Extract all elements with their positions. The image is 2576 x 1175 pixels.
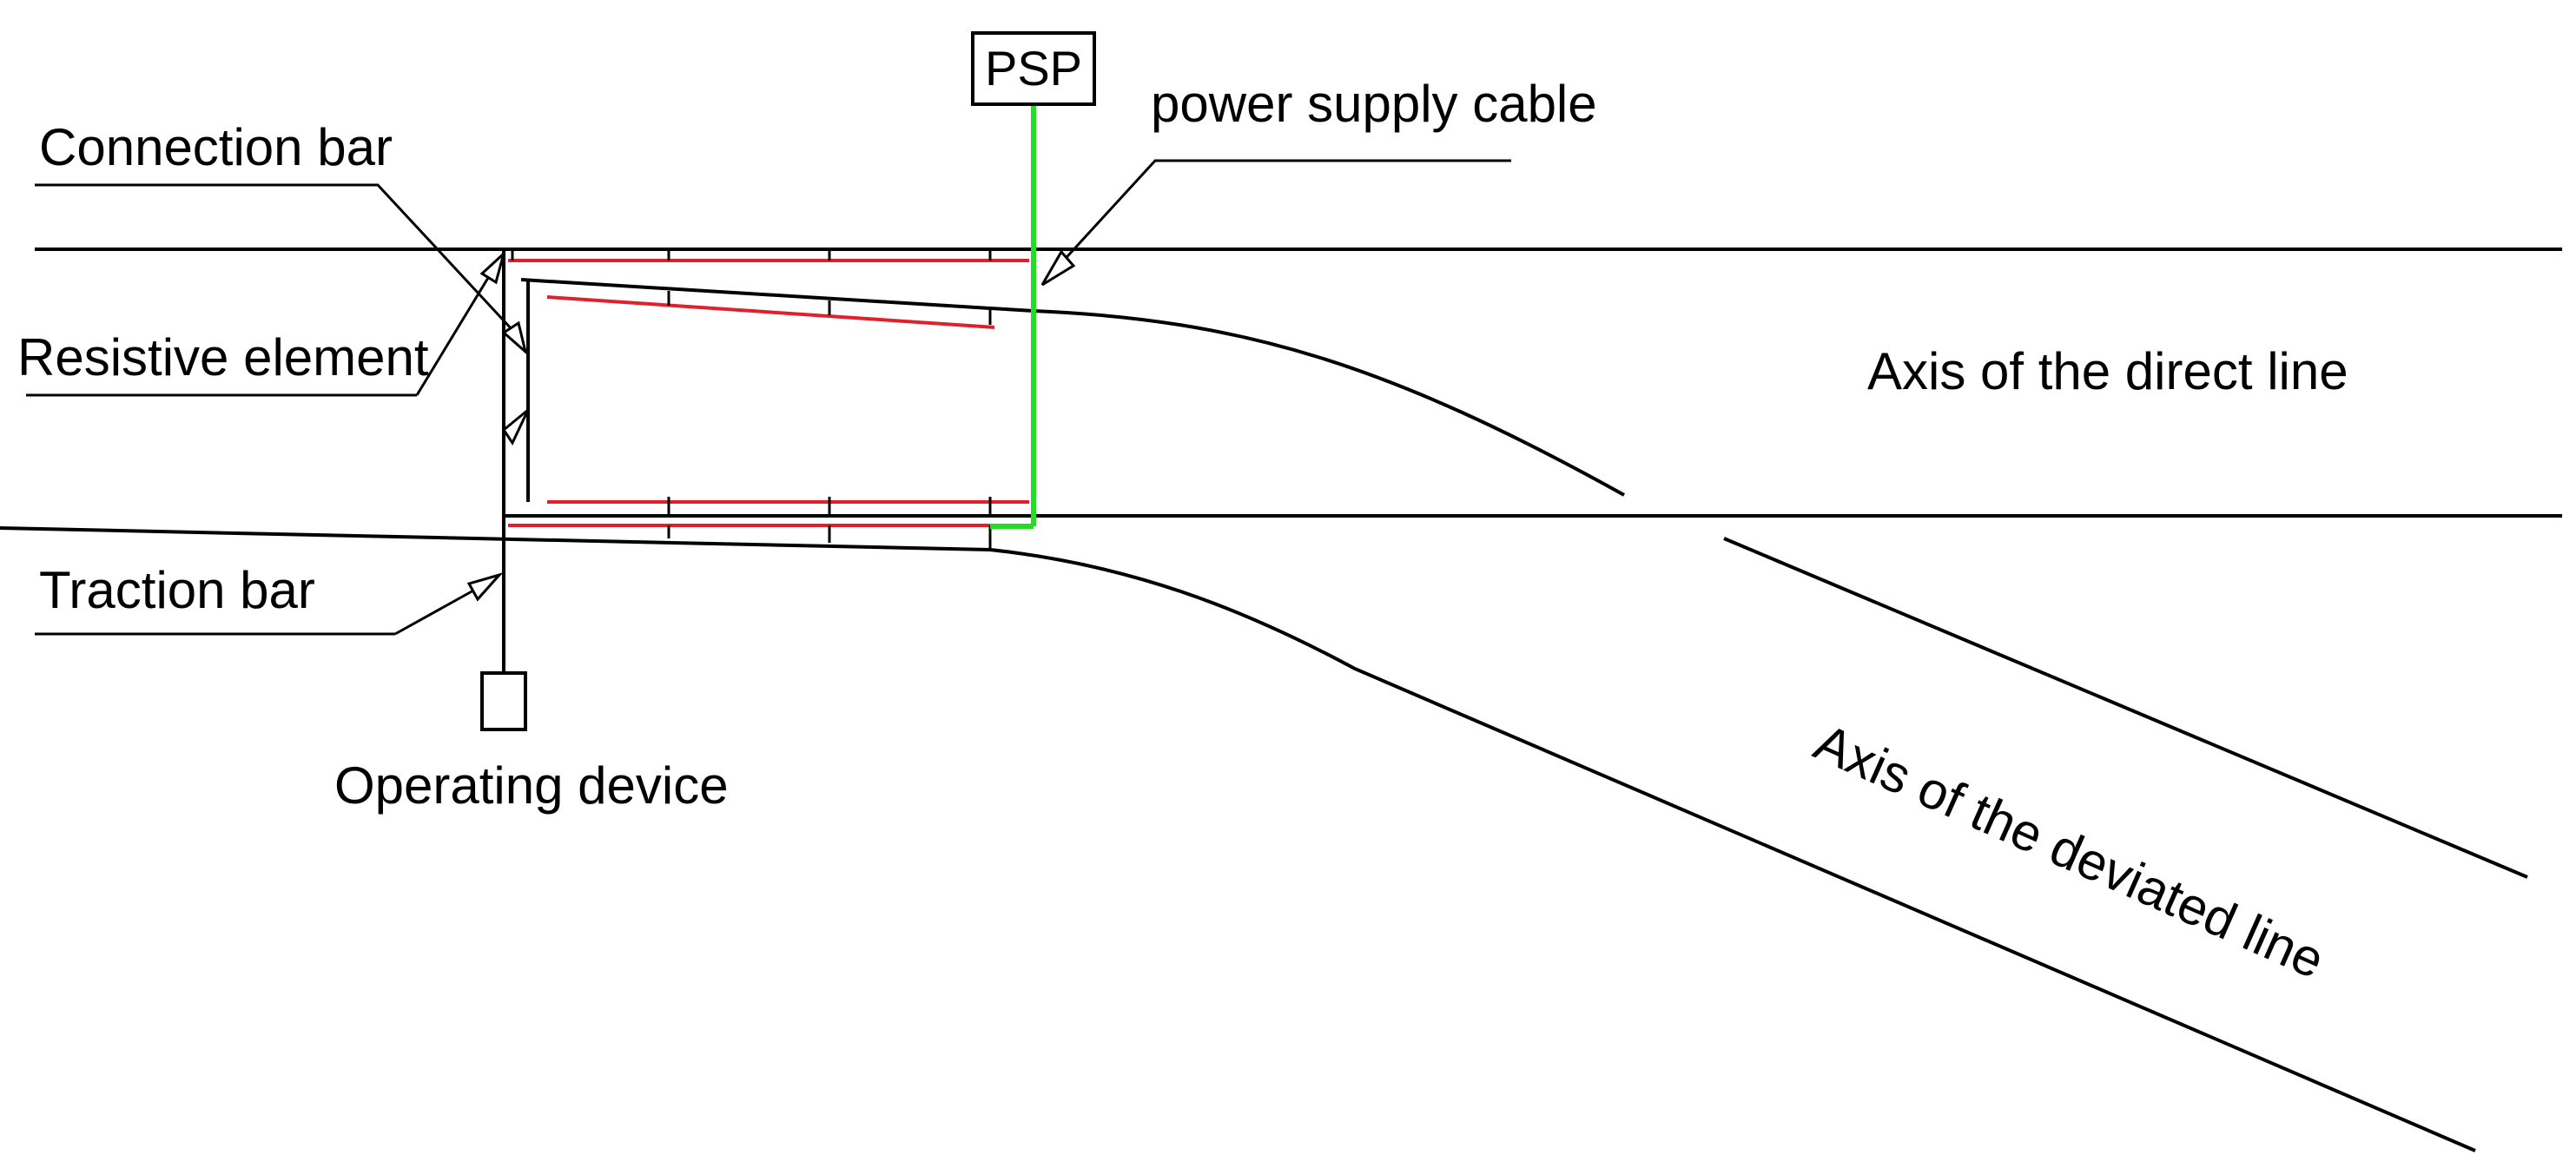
axis-direct-label: Axis of the direct line bbox=[1867, 342, 2348, 400]
connection-bar-label: Connection bar bbox=[39, 118, 393, 176]
connection-bar-leader bbox=[35, 183, 514, 332]
resistive-element-arrowhead-2 bbox=[501, 408, 530, 446]
connection-bar-arrowhead bbox=[501, 320, 528, 356]
resistive-element-label: Resistive element bbox=[17, 328, 429, 386]
resistive-element-arrowhead bbox=[479, 249, 506, 285]
psp-label: PSP bbox=[985, 41, 1082, 96]
sleeper-ticks bbox=[511, 249, 992, 550]
axis-deviated-label: Axis of the deviated line bbox=[1807, 713, 2333, 990]
power-supply-cable-label: power supply cable bbox=[1151, 75, 1597, 133]
traction-bar-label: Traction bar bbox=[39, 561, 315, 619]
heating-element-upper-2 bbox=[546, 295, 995, 329]
operating-device-label: Operating device bbox=[334, 756, 729, 815]
upper-switch-blade bbox=[520, 278, 1625, 497]
power-supply-cable-leader bbox=[1058, 159, 1511, 267]
operating-device-box bbox=[480, 671, 527, 731]
traction-bar-arrowhead bbox=[466, 572, 504, 602]
outer-rail-deviated bbox=[1723, 537, 2528, 879]
lower-rail-left bbox=[0, 526, 991, 551]
psp-box bbox=[971, 31, 1096, 106]
lower-switch-blade bbox=[989, 548, 2476, 1152]
power-supply-cable-arrowhead bbox=[1040, 249, 1076, 287]
traction-bar-leader bbox=[394, 589, 474, 636]
resistive-element-leader bbox=[415, 273, 492, 396]
